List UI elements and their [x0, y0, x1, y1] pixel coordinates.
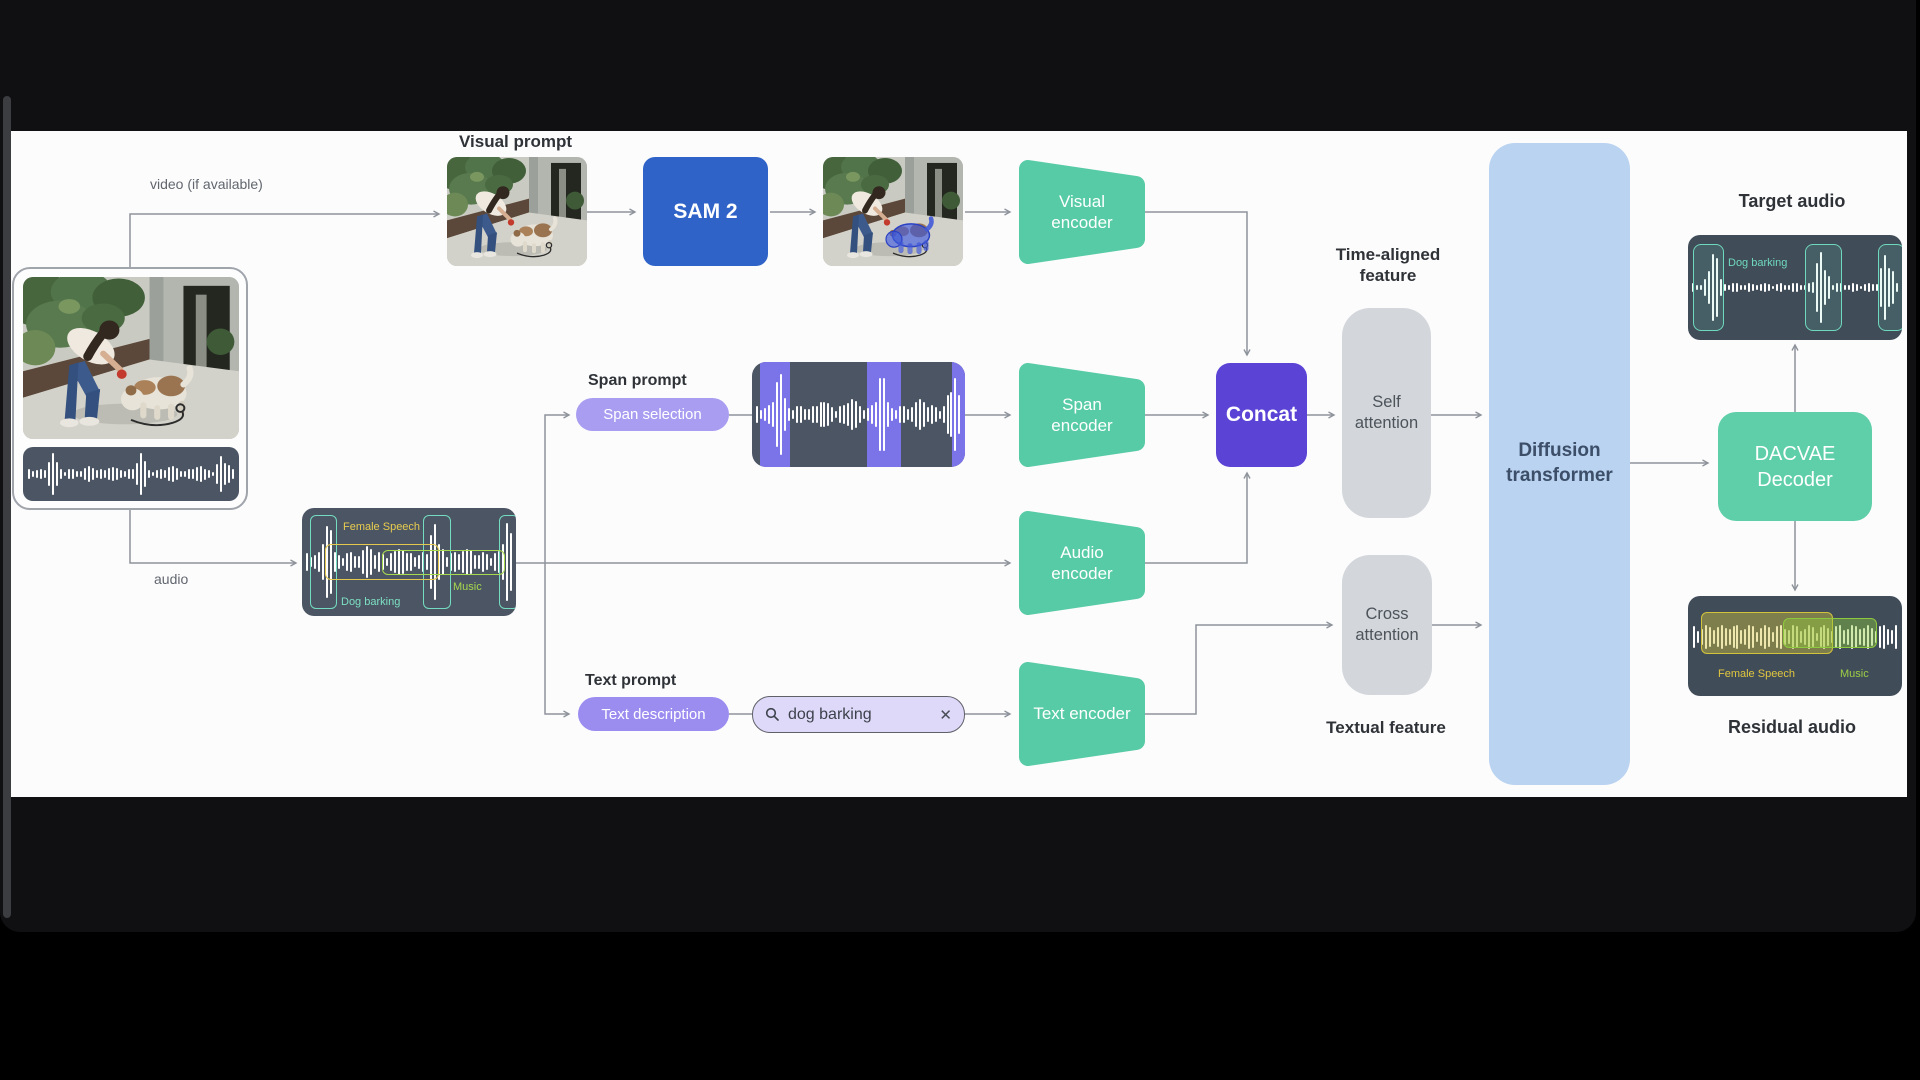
waveform — [1692, 247, 1898, 328]
span-selection-label: Span selection — [603, 406, 702, 423]
video-edge-label: video (if available) — [150, 176, 263, 192]
span-prompt-label: Span prompt — [588, 372, 687, 389]
clear-icon[interactable]: ✕ — [939, 706, 952, 724]
span-encoder-node: Span encoder — [1019, 363, 1145, 467]
visual-encoder-label: Visual encoder — [1051, 191, 1113, 232]
dacvae-decoder-node: DACVAE Decoder — [1718, 412, 1872, 521]
text-search-input[interactable]: dog barking ✕ — [752, 696, 965, 733]
dog-barking-tag: Dog barking — [341, 596, 401, 608]
dog-barking-span-1 — [310, 515, 337, 609]
segmented-frame — [823, 157, 963, 266]
text-encoder-label: Text encoder — [1033, 704, 1131, 724]
architecture-diagram-slide: video (if available) Visual prompt SAM 2… — [11, 131, 1907, 797]
residual-female-speech-tag: Female Speech — [1718, 668, 1796, 680]
arrow-video-to-visual-prompt — [129, 210, 441, 267]
cross-attention-label: Cross attention — [1355, 604, 1419, 644]
female-speech-span — [325, 544, 439, 580]
waveform — [28, 452, 234, 496]
residual-audio-label: Residual audio — [1727, 717, 1857, 737]
search-query-text: dog barking — [788, 705, 872, 723]
cross-attention-node: Cross attention — [1342, 555, 1432, 695]
music-tag: Music — [453, 581, 482, 593]
input-audio-waveform — [23, 447, 239, 501]
residual-music-span — [1783, 618, 1877, 648]
female-speech-tag: Female Speech — [343, 521, 421, 533]
sam2-node: SAM 2 — [643, 157, 768, 266]
search-icon — [765, 707, 779, 721]
span-selection-pill[interactable]: Span selection — [576, 398, 729, 431]
arrow-branch-to-span-selection — [544, 411, 571, 563]
target-audio-box: Dog barking — [1688, 235, 1902, 340]
target-audio-label: Target audio — [1738, 191, 1846, 211]
text-description-label: Text description — [601, 705, 706, 723]
residual-audio-box: Female Speech Music — [1688, 596, 1902, 696]
time-aligned-feature-label: Time-aligned feature — [1335, 245, 1441, 286]
diffusion-transformer-node: Diffusion transformer — [1489, 143, 1630, 785]
residual-music-tag: Music — [1840, 668, 1869, 680]
arrow-audio-encoder-to-concat — [1145, 471, 1251, 564]
text-encoder-node: Text encoder — [1019, 662, 1145, 766]
arrow-visual-encoder-to-concat — [1145, 211, 1251, 357]
input-video-frame — [23, 277, 239, 439]
arrow-audio-to-annotated — [129, 510, 298, 567]
waveform — [306, 518, 512, 606]
target-span-2 — [1805, 244, 1842, 331]
target-dog-barking-tag: Dog barking — [1728, 257, 1788, 269]
target-span-1 — [1693, 244, 1724, 331]
span-waveform-box — [752, 362, 965, 467]
concat-node: Concat — [1216, 363, 1307, 467]
audio-encoder-label: Audio encoder — [1051, 542, 1113, 583]
text-prompt-label: Text prompt — [585, 672, 677, 689]
dog-barking-span-3 — [499, 515, 516, 609]
audio-encoder-node: Audio encoder — [1019, 511, 1145, 615]
visual-prompt-frame — [447, 157, 587, 266]
self-attention-label: Self attention — [1354, 392, 1419, 432]
dacvae-decoder-label: DACVAE Decoder — [1754, 442, 1836, 491]
arrow-branch-to-text-description — [544, 563, 571, 718]
concat-label: Concat — [1225, 403, 1298, 426]
diffusion-transformer-label: Diffusion transformer — [1506, 440, 1613, 486]
textual-feature-label: Textual feature — [1326, 718, 1446, 737]
text-description-pill[interactable]: Text description — [578, 697, 729, 731]
dog-barking-span-2 — [423, 515, 451, 609]
audio-edge-label: audio — [154, 571, 189, 587]
sam2-label: SAM 2 — [673, 199, 738, 223]
arrow-text-encoder-to-cross-attention — [1145, 621, 1334, 715]
waveform — [756, 370, 961, 459]
presentation-window: video (if available) Visual prompt SAM 2… — [0, 0, 1916, 932]
window-edge-strip — [3, 96, 11, 918]
visual-prompt-label: Visual prompt — [459, 132, 573, 151]
music-span — [382, 550, 505, 575]
input-media-card — [12, 267, 248, 510]
self-attention-node: Self attention — [1342, 308, 1431, 518]
target-span-3 — [1878, 244, 1902, 331]
span-encoder-label: Span encoder — [1051, 394, 1113, 435]
annotated-audio-box: Female Speech Dog barking Music — [302, 508, 516, 616]
waveform — [1693, 610, 1897, 664]
visual-encoder-node: Visual encoder — [1019, 160, 1145, 264]
